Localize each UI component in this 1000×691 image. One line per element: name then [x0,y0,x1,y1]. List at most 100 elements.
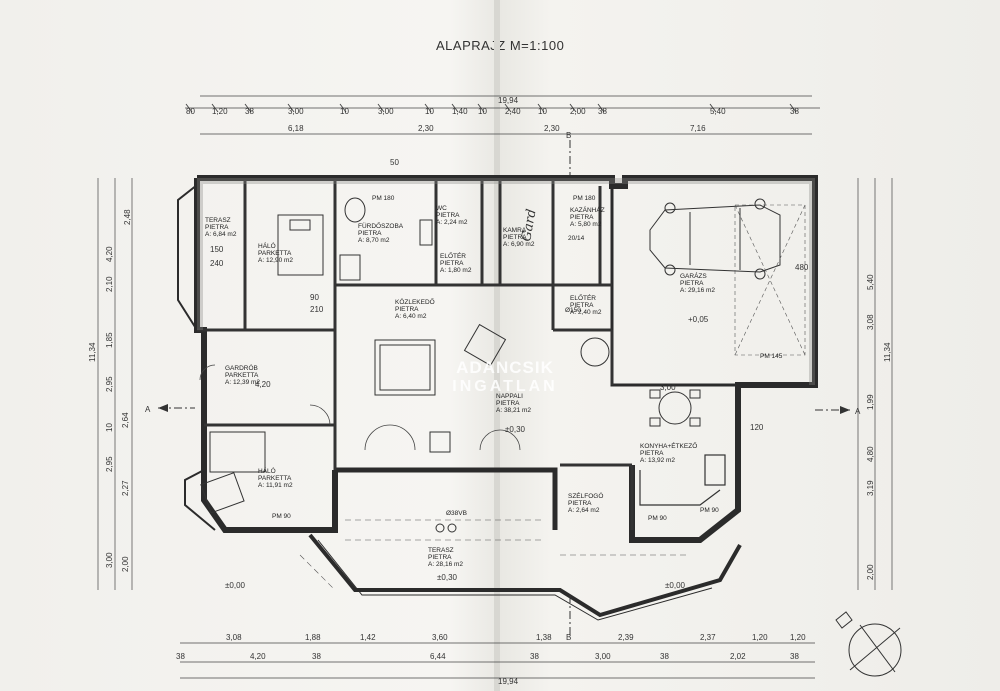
bottom-total-dimension: 19,94 [498,677,519,686]
top2-dim-3: 7,16 [690,124,706,133]
bottom2-dim-3: 6,44 [430,652,446,661]
dimension-tick [597,103,605,113]
side-dimension-lines [97,178,893,590]
right-dim-0: 5,40 [866,274,875,290]
room-floor-15: PIETRA [428,554,452,561]
room-area-3: A: 2,24 m2 [436,219,468,226]
level-ground-left: ±0,00 [225,581,246,590]
top-dim-3: 3,00 [288,107,304,116]
dimension-tick [709,103,717,113]
top-dim-6: 10 [425,107,434,116]
terrace-dim-150: 150 [210,245,224,254]
dimension-tick [424,103,432,113]
flue-size-label: 20/14 [568,235,585,242]
room-floor-5: PIETRA [503,234,527,241]
room-area-13: A: 11,91 m2 [258,482,293,489]
room-name-4: ELŐTÉR [440,251,466,260]
room-name-10: GARDRÓB [225,363,258,372]
top-total-dimension: 19,94 [498,96,519,105]
section-b-label-top: B [566,131,571,140]
room-floor-1: PARKETTA [258,250,292,257]
kitchen-counter [639,454,726,506]
top2-dim-1: 2,30 [418,124,434,133]
right-dim-3: 1,99 [866,394,875,410]
left-dim-8: 2,95 [105,456,114,472]
pm90-label-c: PM 90 [700,507,719,514]
room-name-6: KAZÁNHÁZ [570,205,605,214]
watermark-line2: INGATLAN [452,378,558,395]
room-floor-14: PIETRA [568,500,592,507]
room-floor-8: PIETRA [395,306,419,313]
room-floor-7: PIETRA [680,280,704,287]
room-name-8: KÖZLEKEDŐ [395,297,435,306]
door-swings [199,364,521,451]
right-dim-5: 3,19 [866,480,875,496]
room-name-11: NAPPALI [496,393,523,400]
room-floor-3: PIETRA [436,212,460,219]
dimension-tick [789,103,797,113]
pm180-label-b: PM 180 [573,195,596,202]
right-dim-4: 4,80 [866,446,875,462]
watermark-line1: ADANCSIK [456,358,554,377]
room-area-8: A: 6,40 m2 [395,313,427,320]
bottom-dim-3: 3,60 [432,633,448,642]
room-name-5: KAMRA [503,227,527,234]
left-dim-3: 1,85 [105,332,114,348]
room-floor-2: PIETRA [358,230,382,237]
garage-door-swing [734,204,806,356]
pm180-label-a: PM 180 [372,195,395,202]
top2-dim-0: 6,18 [288,124,304,133]
bottom2-dim-7: 2,02 [730,652,746,661]
right-dim-6: 2,00 [866,564,875,580]
room-floor-9: PIETRA [570,302,594,309]
dimension-tick [504,103,512,113]
room-area-4: A: 1,80 m2 [440,267,472,274]
room-area-6: A: 5,80 m2 [570,221,602,228]
dimension-tick [244,103,252,113]
room-name-15: TERASZ [428,547,454,554]
room-area-0: A: 6,84 m2 [205,231,237,238]
bottom-dim-4: 1,38 [536,633,552,642]
room-name-2: FÜRDŐSZOBA [358,221,404,230]
garage-dim-480: 480 [795,263,809,272]
living-furniture [374,323,610,453]
gardrob-dim-label: 4,20 [255,380,271,389]
section-a-arrow-left [158,404,168,412]
left-dim-10: 3,00 [105,552,114,568]
bottom2-dim-1: 4,20 [250,652,266,661]
dimension-tick [451,103,459,113]
bottom2-dim-8: 38 [790,652,799,661]
room-floor-6: PIETRA [570,214,594,221]
bottom2-dim-2: 38 [312,652,321,661]
room-name-13: HÁLÓ [258,466,276,475]
left-dim-0: 2,48 [123,209,132,225]
dimension-tick [537,103,545,113]
room-floor-4: PIETRA [440,260,464,267]
left-dim-5: 2,95 [105,376,114,392]
chimney-symbol [435,523,457,533]
chimney-label: Ø38VB [446,510,467,517]
bathroom-fixtures [339,197,433,281]
room-area-9: A: 2,40 m2 [570,309,602,316]
dimension-tick [569,103,577,113]
room-name-12: KONYHA+ÉTKEZŐ [640,441,697,450]
room-area-14: A: 2,64 m2 [568,507,600,514]
left-dim-7: 10 [105,423,114,432]
handwritten-note: Gard [519,208,539,243]
terrace-dim-240: 240 [210,259,224,268]
room-name-1: HÁLÓ [258,241,276,250]
room-name-3: WC [436,205,447,212]
dimension-tick [185,103,193,113]
dining-table [649,389,701,427]
flue-label: Ø150 [565,307,581,314]
dimension-tick [211,103,219,113]
beds [200,214,324,514]
room-area-11: A: 38,21 m2 [496,407,531,414]
room-floor-13: PARKETTA [258,475,292,482]
room-area-5: A: 6,90 m2 [503,241,535,248]
top-dim-10: 10 [538,107,547,116]
bottom2-dim-4: 38 [530,652,539,661]
top2-dim-2: 2,30 [544,124,560,133]
top-dim-2: 38 [245,107,254,116]
